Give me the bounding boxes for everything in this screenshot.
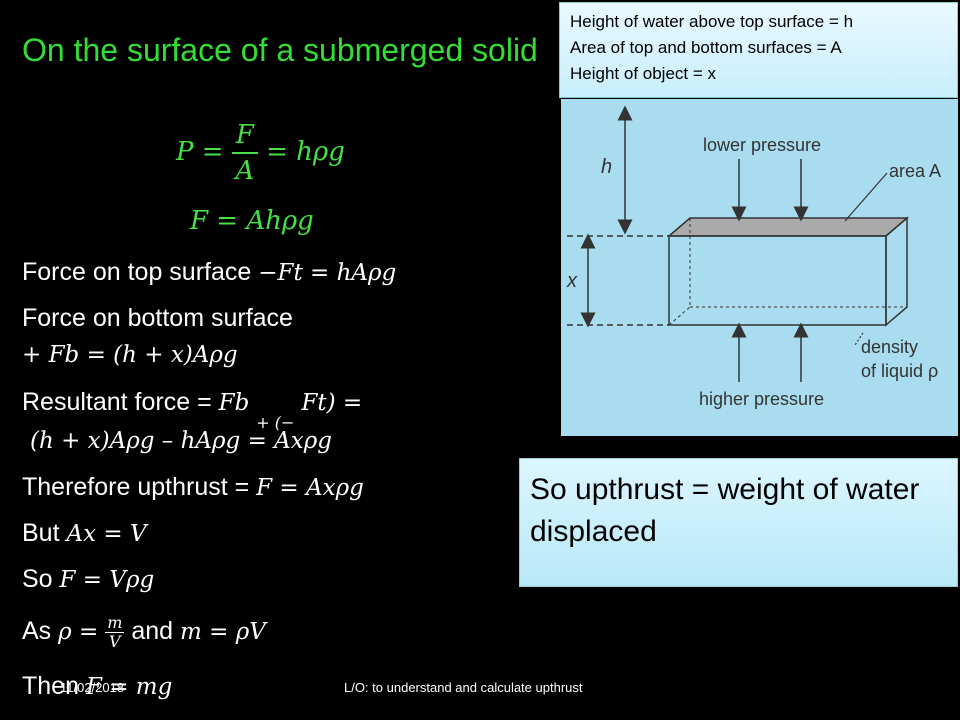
as-math-rhs: m = ρV (179, 619, 266, 646)
submerged-block-diagram: h x lower pressure area A higher pressur… (561, 99, 958, 436)
variable-definitions-box: Height of water above top surface = h Ar… (559, 2, 958, 98)
slide-title: On the surface of a submerged solid (22, 32, 538, 68)
force-over-area-fraction: F A (231, 118, 258, 188)
volume-denominator: V (108, 632, 121, 651)
density-label-line1: density (861, 337, 918, 357)
area-label: area A (889, 161, 941, 181)
fraction-numerator: F (231, 118, 258, 154)
area-pointer (844, 172, 888, 222)
resultant-plus: + (− (256, 413, 295, 432)
pressure-lhs: P = (176, 137, 224, 167)
therefore-math: F = Axρg (256, 475, 364, 501)
diagram-svg: h x lower pressure area A higher pressur… (566, 105, 941, 409)
as-label: As (22, 617, 59, 646)
density-pointer (854, 332, 864, 346)
so-line: So F = Vρg (22, 563, 154, 596)
pressure-rhs: = hρg (266, 137, 345, 167)
top-surface-math: −Ft = hAρg (258, 260, 397, 286)
definition-h: Height of water above top surface = h (570, 12, 854, 31)
then-math: F = mg (85, 674, 173, 700)
slide-date: 11/02/2018 (60, 680, 125, 695)
resultant-fb: Fb (218, 390, 250, 416)
resultant-line-2: (h + x)Aρg – hAρg = Axρg (30, 424, 332, 457)
but-label: But (22, 519, 67, 547)
so-label: So (22, 565, 60, 593)
force-equation: F = Ahρg (190, 206, 314, 236)
but-line: But Ax = V (22, 517, 147, 550)
top-surface-label: Force on top surface (22, 258, 259, 286)
top-surface-line: Force on top surface −Ft = hAρg (22, 256, 396, 289)
therefore-line: Therefore upthrust = F = Axρg (22, 471, 364, 504)
definition-a: Area of top and bottom surfaces = A (570, 38, 842, 57)
resultant-equation: (h + x)Aρg – hAρg = Axρg (30, 428, 332, 454)
density-label-line2: of liquid ρ (861, 361, 938, 381)
so-math: F = Vρg (59, 567, 155, 593)
submerged-block (666, 216, 910, 327)
as-and: and (131, 617, 180, 646)
pressure-equation: P = F A = hρg (176, 118, 345, 188)
mass-over-volume-fraction: m V (105, 613, 125, 651)
as-math-lhs: ρ = (58, 619, 99, 646)
as-line: As ρ = m V and m = ρV (22, 614, 266, 651)
resultant-line: Resultant force = Fb + (− Ft) = (22, 386, 363, 432)
bottom-surface-label: Force on bottom surface (22, 304, 293, 332)
learning-objective: L/O: to understand and calculate upthrus… (344, 680, 583, 695)
then-label: Then (22, 672, 86, 700)
resultant-label: Resultant force = (22, 388, 219, 416)
bottom-surface-equation: + Fb = (h + x)Aρg (22, 342, 238, 368)
h-label: h (601, 156, 612, 178)
definition-x: Height of object = x (570, 64, 717, 83)
higher-pressure-label: higher pressure (699, 389, 824, 409)
then-line: Then F = mg (22, 670, 172, 703)
bottom-surface-math: + Fb = (h + x)Aρg (22, 338, 238, 371)
lower-pressure-label: lower pressure (703, 135, 821, 155)
mass-numerator: m (105, 613, 125, 633)
fraction-denominator: A (235, 156, 255, 186)
but-math: Ax = V (66, 521, 147, 547)
resultant-ft: Ft) = (301, 390, 363, 416)
x-label: x (566, 270, 578, 292)
upthrust-conclusion-box: So upthrust = weight of water displaced (519, 458, 958, 587)
therefore-label: Therefore upthrust = (22, 473, 257, 501)
